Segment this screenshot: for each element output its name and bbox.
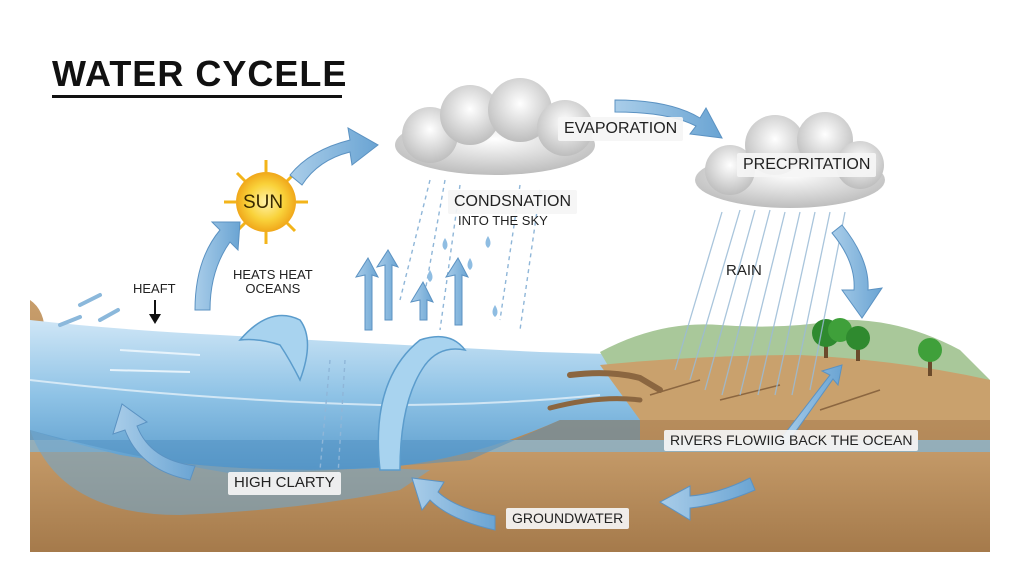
heat-arrow-icon — [149, 300, 161, 324]
rain-label: RAIN — [726, 263, 762, 280]
high-clarity-label: HIGH CLARTY — [228, 472, 341, 495]
heat-label: HEAFT — [133, 282, 176, 296]
heats-oceans-label: HEATS HEAT OCEANS — [233, 268, 313, 297]
evaporation-label: EVAPORATION — [558, 117, 683, 141]
heats-oceans-line1: HEATS HEAT — [233, 268, 313, 282]
condensation-label: CONDSNATION — [448, 190, 577, 214]
heats-oceans-line2: OCEANS — [233, 282, 313, 296]
rivers-label: RIVERS FLOWIIG BACK THE OCEAN — [664, 430, 918, 451]
groundwater-label: GROUNDWATER — [506, 508, 629, 529]
precipitation-label: PRECPRITATION — [737, 153, 876, 177]
sun-label: SUN — [243, 193, 283, 214]
title-underline — [52, 95, 342, 98]
page-title: WATER CYCELE — [52, 54, 347, 94]
into-sky-label: INTO THE SKY — [458, 214, 548, 228]
